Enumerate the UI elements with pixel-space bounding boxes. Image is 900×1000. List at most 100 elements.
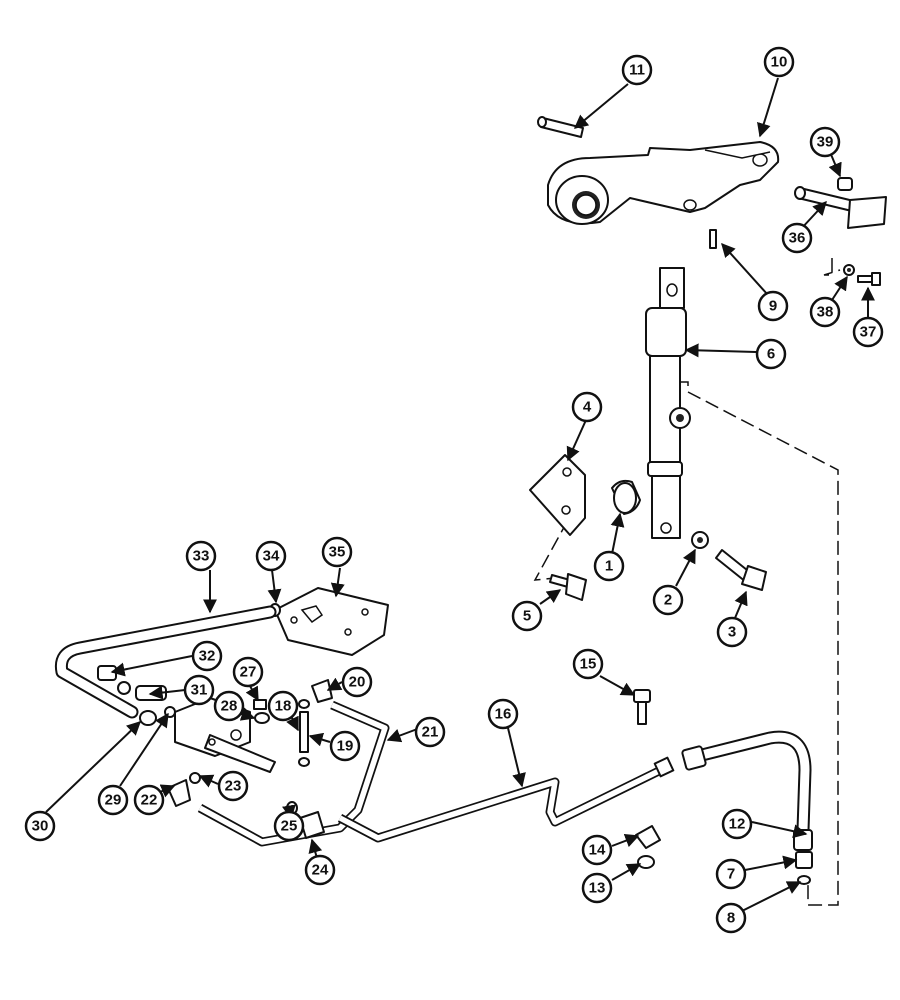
part-35-cover-plate (274, 587, 389, 656)
callout-25: 25 (273, 810, 305, 842)
part-22-elbow (167, 779, 191, 807)
part-23-oring (189, 772, 201, 784)
callout-14: 14 (581, 834, 613, 866)
callout-39-label: 39 (817, 134, 834, 151)
callout-38: 38 (809, 296, 841, 328)
part-38-washer (843, 264, 855, 276)
callout-34-label: 34 (263, 548, 280, 565)
callout-30-label: 30 (32, 818, 49, 835)
callout-24: 24 (304, 854, 336, 886)
callout-3: 3 (716, 616, 748, 648)
callout-28-label: 28 (221, 698, 238, 715)
callout-34: 34 (255, 540, 287, 572)
callout-5-label: 5 (523, 608, 531, 625)
part-19-oring (298, 699, 310, 767)
part-33-tube (54, 605, 277, 719)
callout-13-label: 13 (589, 880, 606, 897)
callout-27-label: 27 (240, 664, 257, 681)
part-24-adapter (299, 811, 325, 839)
callout-31-label: 31 (191, 682, 208, 699)
callout-9: 9 (757, 290, 789, 322)
part-20-elbow (311, 679, 333, 703)
part-7-adapter (795, 851, 813, 869)
part-13-nut (637, 855, 655, 869)
callout-11: 11 (621, 54, 653, 86)
part-10-lift-arm (547, 141, 780, 225)
callout-35-label: 35 (329, 544, 346, 561)
part-2-washer (691, 531, 709, 549)
callout-33-label: 33 (193, 548, 210, 565)
leader-lines (45, 77, 875, 913)
callout-1: 1 (593, 550, 625, 582)
part-11-pin (537, 116, 584, 138)
callout-39: 39 (809, 126, 841, 158)
callout-5: 5 (511, 600, 543, 632)
callout-8: 8 (715, 902, 747, 934)
callout-4: 4 (571, 391, 603, 423)
callout-29: 29 (97, 784, 129, 816)
part-18-tube (299, 711, 309, 753)
callout-18-label: 18 (275, 698, 292, 715)
callout-2: 2 (652, 584, 684, 616)
callout-4-label: 4 (583, 399, 592, 416)
callout-1-label: 1 (605, 558, 613, 575)
part-39-bushing (837, 177, 853, 191)
callout-16: 16 (487, 698, 519, 730)
callout-27: 27 (232, 656, 264, 688)
callout-14-label: 14 (589, 842, 606, 859)
callout-28: 28 (213, 690, 245, 722)
part-16-pipe (337, 756, 675, 843)
callout-9-label: 9 (769, 298, 777, 315)
callout-23-label: 23 (225, 778, 242, 795)
part-14-clip (635, 825, 661, 849)
callout-21-label: 21 (422, 724, 439, 741)
callout-3-label: 3 (728, 624, 736, 641)
part-30-cap (139, 710, 157, 726)
callout-19: 19 (329, 730, 361, 762)
callout-7: 7 (715, 858, 747, 890)
part-4-plate (529, 454, 586, 536)
callout-20: 20 (341, 666, 373, 698)
callout-18: 18 (267, 690, 299, 722)
callout-16-label: 16 (495, 706, 512, 723)
part-6-lift-link (645, 267, 691, 539)
callout-7-label: 7 (727, 866, 735, 883)
callout-10-label: 10 (771, 54, 788, 71)
callout-36: 36 (781, 222, 813, 254)
part-5-bolt (549, 573, 587, 601)
part-15-bolt (633, 689, 651, 725)
callout-30: 30 (24, 810, 56, 842)
callout-38-label: 38 (817, 304, 834, 321)
callout-21: 21 (414, 716, 446, 748)
part-9-roll-pin (709, 229, 717, 249)
callout-6: 6 (755, 338, 787, 370)
callout-20-label: 20 (349, 674, 366, 691)
callout-35: 35 (321, 536, 353, 568)
callout-23: 23 (217, 770, 249, 802)
callout-19-label: 19 (337, 738, 354, 755)
part-36-pin (794, 186, 887, 229)
callout-15: 15 (572, 648, 604, 680)
callout-22-label: 22 (141, 792, 158, 809)
callouts: 11 10 39 36 9 38 37 6 4 1 2 (24, 46, 884, 934)
part-37-bolt (857, 272, 881, 286)
callout-37: 37 (852, 316, 884, 348)
part-27-nut (253, 699, 267, 710)
callout-22: 22 (133, 784, 165, 816)
callout-8-label: 8 (727, 910, 735, 927)
callout-24-label: 24 (312, 862, 329, 879)
part-32-fitting (97, 665, 117, 681)
callout-33: 33 (185, 540, 217, 572)
callout-32: 32 (191, 640, 223, 672)
callout-37-label: 37 (860, 324, 877, 341)
callout-25-label: 25 (281, 818, 298, 835)
callout-12: 12 (721, 808, 753, 840)
part-31-oring (117, 681, 131, 695)
callout-29-label: 29 (105, 792, 122, 809)
assembly-dash-lines (533, 258, 841, 906)
callout-2-label: 2 (664, 592, 672, 609)
callout-13: 13 (581, 872, 613, 904)
callout-15-label: 15 (580, 656, 597, 673)
